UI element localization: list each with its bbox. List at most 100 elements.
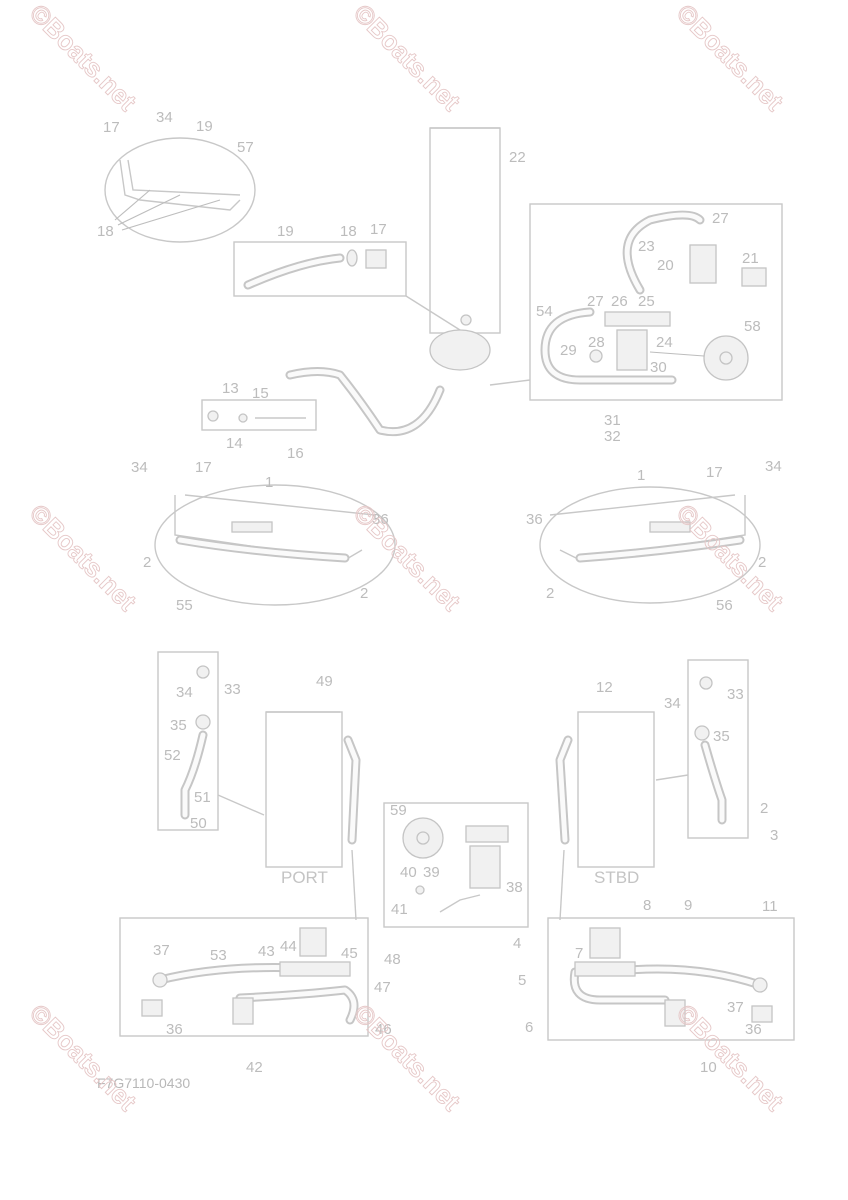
callout-17: 17: [103, 119, 120, 136]
callout-1: 1: [265, 474, 273, 491]
filler-hose-box: [233, 241, 461, 331]
callout-8: 8: [643, 897, 651, 914]
callout-36: 36: [166, 1021, 183, 1038]
callout-45: 45: [341, 945, 358, 962]
callout-2: 2: [760, 800, 768, 817]
callout-59: 59: [390, 802, 407, 819]
callout-36: 36: [372, 511, 389, 528]
callout-34: 34: [765, 458, 782, 475]
watermarks: ©Boats.net ©Boats.net ©Boats.net ©Boats.…: [23, 0, 790, 1117]
stbd-tank: [555, 711, 689, 921]
watermark: ©Boats.net: [671, 0, 790, 117]
callout-20: 20: [657, 257, 674, 274]
callout-33: 33: [727, 686, 744, 703]
detail-box-port-pickup: [119, 917, 369, 1037]
callout-35: 35: [170, 717, 187, 734]
callout-39: 39: [423, 864, 440, 881]
callout-2: 2: [360, 585, 368, 602]
callout-48: 48: [384, 951, 401, 968]
callout-34: 34: [156, 109, 173, 126]
callout-42: 42: [246, 1059, 263, 1076]
callout-2: 2: [758, 554, 766, 571]
callout-3: 3: [770, 827, 778, 844]
callout-55: 55: [176, 597, 193, 614]
detail-box-top-right: [529, 203, 783, 401]
callout-9: 9: [684, 897, 692, 914]
callout-58: 58: [744, 318, 761, 335]
callout-34: 34: [176, 684, 193, 701]
detail-oval-top-left: [104, 137, 256, 243]
callout-18: 18: [97, 223, 114, 240]
callout-1: 1: [637, 467, 645, 484]
callout-7: 7: [575, 945, 583, 962]
callout-22: 22: [509, 149, 526, 166]
fuel-tank-22: [285, 127, 531, 437]
callout-43: 43: [258, 943, 275, 960]
detail-box-filter: [383, 802, 529, 928]
watermark: ©Boats.net: [348, 0, 467, 117]
watermark: ©Boats.net: [24, 998, 143, 1117]
callout-53: 53: [210, 947, 227, 964]
callout-18: 18: [340, 223, 357, 240]
callout-50: 50: [190, 815, 207, 832]
drawing-code: F7G7110-0430: [97, 1075, 190, 1091]
watermark: ©Boats.net: [24, 498, 143, 617]
watermark: ©Boats.net: [24, 0, 143, 117]
callout-21: 21: [742, 250, 759, 267]
callout-57: 57: [237, 139, 254, 156]
callout-25: 25: [638, 293, 655, 310]
callout-5: 5: [518, 972, 526, 989]
callout-19: 19: [196, 118, 213, 135]
callout-56: 56: [716, 597, 733, 614]
detail-box-stbd-pickup: [547, 917, 795, 1041]
callout-46: 46: [375, 1021, 392, 1038]
callout-4: 4: [513, 935, 521, 952]
callout-34: 34: [664, 695, 681, 712]
callout-2: 2: [546, 585, 554, 602]
callout-40: 40: [400, 864, 417, 881]
callout-54: 54: [536, 303, 553, 320]
callout-15: 15: [252, 385, 269, 402]
callout-51: 51: [194, 789, 211, 806]
detail-oval-stbd: [539, 486, 761, 604]
callout-36: 36: [745, 1021, 762, 1038]
stbd-tank-label: STBD: [594, 868, 639, 887]
port-tank-label: PORT: [281, 868, 328, 887]
callout-14: 14: [226, 435, 243, 452]
callout-13: 13: [222, 380, 239, 397]
detail-box-13-16: [201, 399, 317, 431]
callout-16: 16: [287, 445, 304, 462]
callout-26: 26: [611, 293, 628, 310]
callout-2: 2: [143, 554, 151, 571]
callout-34: 34: [131, 459, 148, 476]
callout-10: 10: [700, 1059, 717, 1076]
detail-box-port-filler: [157, 651, 265, 831]
callout-44: 44: [280, 938, 297, 955]
callout-27: 27: [712, 210, 729, 227]
callout-41: 41: [391, 901, 408, 918]
callout-30: 30: [650, 359, 667, 376]
callout-35: 35: [713, 728, 730, 745]
callout-17: 17: [370, 221, 387, 238]
callout-6: 6: [525, 1019, 533, 1036]
callout-12: 12: [596, 679, 613, 696]
callout-38: 38: [506, 879, 523, 896]
callout-19: 19: [277, 223, 294, 240]
callout-27: 27: [587, 293, 604, 310]
callout-33: 33: [224, 681, 241, 698]
callout-28: 28: [588, 334, 605, 351]
callout-47: 47: [374, 979, 391, 996]
callout-49: 49: [316, 673, 333, 690]
callout-37: 37: [153, 942, 170, 959]
callout-17: 17: [195, 459, 212, 476]
port-tank: [265, 711, 361, 921]
callout-24: 24: [656, 334, 673, 351]
callout-37: 37: [727, 999, 744, 1016]
callout-32: 32: [604, 428, 621, 445]
detail-box-stbd-filler: [687, 659, 749, 839]
callout-17: 17: [706, 464, 723, 481]
callout-31: 31: [604, 412, 621, 429]
callout-29: 29: [560, 342, 577, 359]
callout-labels: 1 1 2 2 2 2 2 3 4 5 6 7 8 9 10 11 12 13 …: [97, 109, 782, 1076]
